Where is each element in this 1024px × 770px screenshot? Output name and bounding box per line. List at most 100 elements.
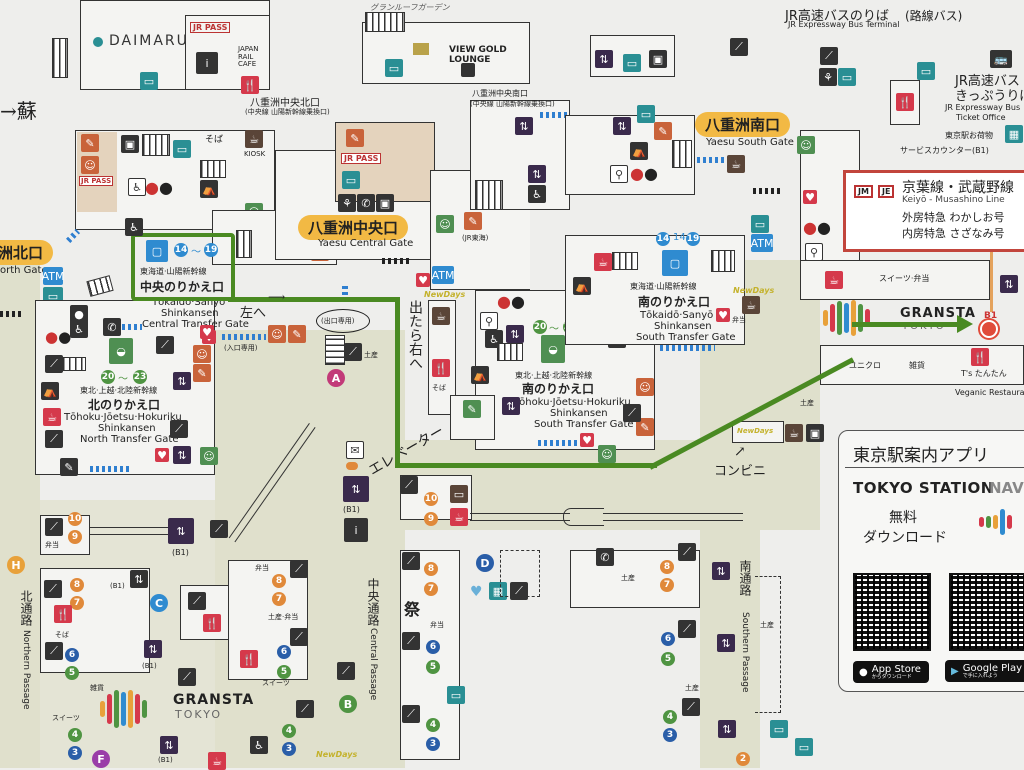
google-play-button[interactable]: ▶ Google Play で手に入れよう: [945, 660, 1024, 682]
newdays-label[interactable]: NewDays: [424, 290, 466, 299]
restaurant-icon: 🍴: [432, 359, 450, 377]
tokyo-station-app-ad[interactable]: 東京駅案内アプリ TOKYO STATION NAVI 無料 ダウンロード ● …: [838, 430, 1024, 692]
escalator-icon: ⟋: [210, 520, 228, 538]
ts-tantan-label[interactable]: T's たんたん: [961, 369, 1007, 378]
exit-number-badge: 5: [426, 660, 440, 674]
newdays-label[interactable]: NewDays: [316, 750, 358, 759]
atm-icon: ATM: [751, 234, 773, 252]
northern-passage-en: Northern Passage: [21, 630, 31, 710]
app-brand-light: NAVI: [989, 479, 1024, 497]
restaurant-block: 🍴: [890, 80, 920, 125]
tokaido-south-transfer-ja: 南のりかえ口: [638, 295, 711, 309]
atm-icon: ATM: [42, 267, 64, 285]
uniqlo-label[interactable]: ユニクロ: [849, 361, 881, 370]
google-play-qr-code[interactable]: [949, 573, 1024, 651]
baggage-service-icon: ▦: [489, 582, 507, 600]
japan-rail-cafe[interactable]: JR PASS i JAPAN RAIL CAFE 🍴: [185, 15, 270, 94]
kiosk-icon: ☕: [432, 307, 450, 325]
kiosk-icon: ☕: [785, 424, 803, 442]
newdays-store[interactable]: NewDays: [732, 421, 784, 443]
cafe-icon: ♥: [416, 273, 430, 287]
waiting-room-icon: ☺: [200, 447, 218, 465]
restaurant-icon: 🍴: [240, 650, 258, 668]
exit-number-badge: 8: [272, 574, 286, 588]
elevator-icon: ⇅: [718, 720, 736, 738]
exit-pin-b[interactable]: B: [339, 695, 357, 713]
exit-number-badge: 5: [65, 666, 79, 680]
exit-pin-c[interactable]: C: [150, 594, 168, 612]
yaesu-north-gate-en: orth Gate: [0, 265, 48, 276]
keiyo-route-line: [990, 252, 993, 312]
escalator-icon: ⟋: [296, 700, 314, 718]
jm-line-badge: JM: [854, 185, 873, 198]
restaurant-icon: 🍴: [896, 93, 914, 111]
telephone-icon: ✆: [103, 318, 121, 336]
cafe-icon: ♥: [155, 448, 169, 462]
b1-label: (B1): [343, 505, 360, 514]
download-label: ダウンロード: [863, 530, 947, 546]
escalator-icon: ⟋: [400, 476, 418, 494]
bus-terminal-en: JR Expressway Bus Terminal: [788, 20, 900, 29]
escalator-icon: ⟋: [188, 592, 206, 610]
escalator-icon: ⟋: [337, 662, 355, 680]
gransta-label[interactable]: GRANSTA: [173, 692, 255, 708]
escalator-icon: ⟋: [290, 560, 308, 578]
stairs: [711, 250, 735, 272]
keiyo-musashino-line-sign[interactable]: JM JE 京葉線・武蔵野線 Keiyō - Musashino Line 外房…: [843, 170, 1024, 252]
cafe-icon: ☕: [594, 253, 612, 271]
exit-pin-f[interactable]: F: [92, 750, 110, 768]
escalator-icon: ⟋: [820, 47, 838, 65]
souvenir-label: 土産: [760, 621, 774, 629]
locker-icon: ▭: [637, 105, 655, 123]
exit-number-badge: 10: [424, 492, 438, 506]
b1-elevator-block: ⇅ ▭ ▣: [590, 35, 675, 77]
ticket-gate: [90, 466, 130, 472]
exit-pin-a[interactable]: A: [327, 369, 345, 387]
toilet-multi-icon: ⛺: [573, 277, 591, 295]
bento-label: 弁当: [732, 316, 746, 324]
cafe-icon: ☕: [825, 271, 843, 289]
elevator-icon[interactable]: ⇅: [343, 476, 369, 502]
ticket-office-icon: ✎: [464, 212, 482, 230]
telephone-icon: ✆: [596, 548, 614, 566]
grand-roof-garden-label: グランルーフガーデン: [370, 3, 450, 12]
jr-pass-office[interactable]: ✎ ☺ JR PASS: [77, 132, 117, 212]
exit-number-badge: 7: [424, 582, 438, 596]
elevator-icon: ⇅: [502, 397, 520, 415]
locker-icon: ▭: [447, 686, 465, 704]
jr-pass-label: JR PASS: [341, 153, 382, 164]
ticket-gate: [538, 440, 578, 446]
app-store-button[interactable]: ● App Store からダウンロード: [853, 661, 929, 683]
exit-number-badge: 8: [70, 578, 84, 592]
ticket-gate: [382, 258, 412, 264]
tilde: 14: [673, 232, 686, 243]
matsuri-shop-label[interactable]: 祭: [404, 600, 421, 619]
apple-icon: ●: [859, 666, 868, 678]
tohoku-south-line-ja: 東北·上越·北陸新幹線: [515, 371, 593, 380]
app-store-qr-code[interactable]: [853, 573, 931, 651]
sweets-bento-label: スイーツ·弁当: [879, 274, 930, 283]
newdays-label[interactable]: NewDays: [733, 286, 775, 295]
highlighted-transfer-gate: [131, 233, 235, 301]
jr-pass-office-central[interactable]: ✎ JR PASS ▭: [335, 122, 435, 202]
b1-label: B1: [984, 311, 998, 321]
exit-pin-h[interactable]: H: [7, 556, 25, 574]
destination-pin[interactable]: [980, 320, 998, 338]
bus-ticket-ja-1: JR高速バス: [955, 74, 1020, 89]
stairs: [236, 230, 252, 258]
sweets-bento-shop[interactable]: ☕ スイーツ·弁当: [800, 260, 990, 300]
restaurant-icon: 🍴: [54, 605, 72, 623]
kiosk-label: KIOSK: [244, 150, 266, 158]
view-gold-lounge[interactable]: VIEW GOLD LOUNGE ▭: [362, 22, 530, 84]
tokaido-south-en-2: Shinkansen: [654, 321, 712, 332]
gransta-logo-east: [823, 300, 870, 336]
exit-number-badge: 7: [660, 578, 674, 592]
ticket-office-icon: ✎: [346, 129, 364, 147]
gransta-label[interactable]: GRANSTA: [900, 306, 976, 321]
exit-number-badge: [346, 462, 358, 470]
stairs: [142, 134, 170, 156]
exit-pin-d[interactable]: D: [476, 554, 494, 572]
track-number-badge: 20: [101, 370, 115, 384]
jr-central-label: (JR東海): [462, 234, 489, 242]
ticket-machine-icon: ▣: [376, 194, 394, 212]
